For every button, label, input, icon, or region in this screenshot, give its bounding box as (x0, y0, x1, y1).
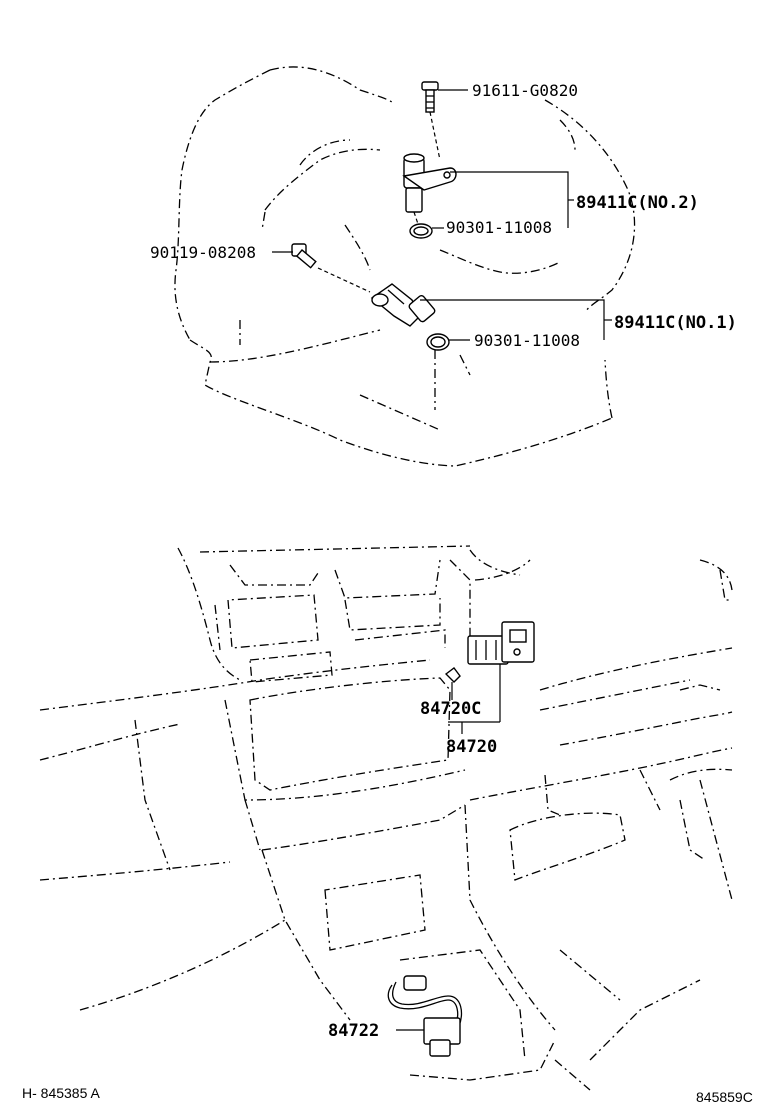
label-switch-sub: 84720C (420, 699, 481, 719)
label-harness-switch: 84722 (328, 1021, 379, 1041)
switch-84720c (444, 667, 461, 700)
oring-bottom (426, 333, 470, 351)
footer-right-code: 845859C (696, 1089, 753, 1105)
label-sensor-no2: 89411C(NO.2) (576, 193, 699, 213)
label-switch-main: 84720 (446, 737, 497, 757)
bolt-top (421, 81, 468, 161)
label-sensor-no1: 89411C(NO.1) (614, 313, 737, 333)
transmission-housing (174, 66, 636, 467)
sensor-no1 (370, 283, 436, 327)
oring-top (409, 223, 444, 239)
dashboard-console (39, 545, 733, 1091)
bolt-left (272, 243, 371, 293)
label-oring-bottom: 90301-11008 (474, 331, 580, 350)
sensor-no2 (402, 153, 457, 225)
switch-84720 (467, 621, 535, 722)
label-bolt-top: 91611-G0820 (472, 81, 578, 100)
label-bolt-left: 90119-08208 (150, 243, 256, 262)
label-oring-top: 90301-11008 (446, 218, 552, 237)
footer-left-code: H- 845385 A (22, 1085, 100, 1101)
harness-switch-84722 (387, 975, 463, 1057)
